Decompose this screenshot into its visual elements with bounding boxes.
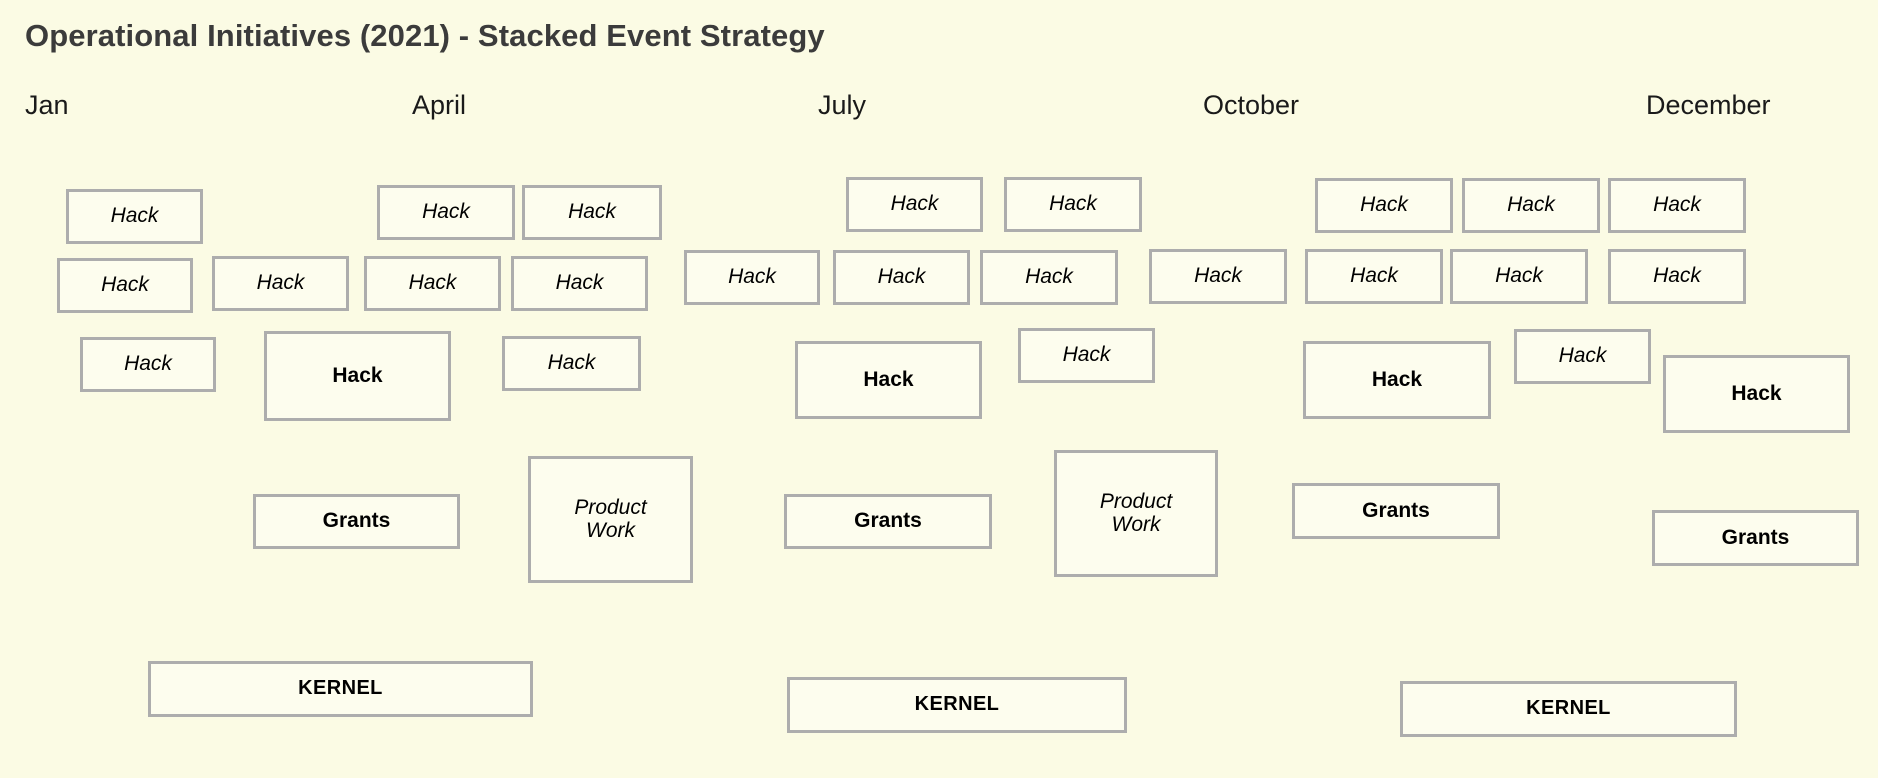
event-box-label: Hack [1360, 193, 1408, 217]
event-box-hack[interactable]: Hack [377, 185, 515, 240]
event-box-label: KERNEL [914, 693, 1000, 716]
event-box-label: Hack [1194, 264, 1242, 288]
event-box-kernel[interactable]: KERNEL [1400, 681, 1737, 737]
event-box-label: Hack [1653, 193, 1701, 217]
event-box-label: Hack [1558, 344, 1607, 368]
event-box-hack[interactable]: Hack [1608, 249, 1746, 304]
event-box-hack[interactable]: Hack [1663, 355, 1850, 433]
event-box-label: Grants [322, 509, 391, 533]
event-box-hack[interactable]: Hack [1305, 249, 1443, 304]
event-box-hack[interactable]: Hack [980, 250, 1118, 305]
event-box-label: Grants [1362, 498, 1430, 522]
axis-tick-july: July [818, 90, 867, 120]
event-box-grants[interactable]: Grants [253, 494, 460, 549]
axis-tick-jan: Jan [25, 90, 69, 120]
event-box-hack[interactable]: Hack [1303, 341, 1491, 419]
event-box-label: Grants [854, 509, 922, 533]
event-box-label: Hack [555, 271, 604, 295]
event-box-hack[interactable]: Hack [1018, 328, 1155, 383]
event-box-hack[interactable]: Hack [364, 256, 501, 311]
event-box-hack[interactable]: Hack [833, 250, 970, 305]
event-box-label: Hack [422, 200, 470, 224]
axis-tick-december: December [1646, 90, 1771, 120]
event-box-hack[interactable]: Hack [684, 250, 820, 305]
event-box-hack[interactable]: Hack [502, 336, 641, 391]
event-box-kernel[interactable]: KERNEL [148, 661, 533, 717]
event-box-hack[interactable]: Hack [846, 177, 983, 232]
event-box-label: Hack [110, 204, 159, 228]
event-box-hack[interactable]: Hack [1149, 249, 1287, 304]
event-box-label: Hack [1507, 193, 1555, 217]
event-box-label: Hack [890, 192, 939, 216]
event-box-hack[interactable]: Hack [1315, 178, 1453, 233]
event-box-label: Hack [1731, 381, 1782, 405]
event-box-hack[interactable]: Hack [66, 189, 203, 244]
event-box-label: Hack [1062, 343, 1111, 367]
event-box-hack[interactable]: Hack [1450, 249, 1588, 304]
event-box-label: Hack [1350, 264, 1398, 288]
event-box-hack[interactable]: Hack [1608, 178, 1746, 233]
event-box-grants[interactable]: Grants [1292, 483, 1500, 539]
event-box-label: Hack [1049, 192, 1097, 216]
event-box-hack[interactable]: Hack [57, 258, 193, 313]
event-box-label: Hack [101, 273, 149, 297]
event-box-hack[interactable]: Hack [522, 185, 662, 240]
event-box-label: Hack [408, 271, 457, 295]
event-box-label: Hack [877, 265, 926, 289]
event-box-hack[interactable]: Hack [80, 337, 216, 392]
event-box-label: Hack [332, 363, 383, 387]
event-box-label: Hack [728, 265, 776, 289]
event-box-label: Hack [568, 200, 616, 224]
event-box-label: Hack [1495, 264, 1543, 288]
event-box-hack[interactable]: Hack [264, 331, 451, 421]
event-box-label: Hack [1371, 367, 1423, 391]
event-box-hack[interactable]: Hack [1514, 329, 1651, 384]
event-box-kernel[interactable]: KERNEL [787, 677, 1127, 733]
event-box-label: Grants [1721, 525, 1790, 549]
axis-tick-april: April [412, 90, 467, 120]
event-box-hack[interactable]: Hack [212, 256, 349, 311]
page-title: Operational Initiatives (2021) - Stacked… [25, 18, 825, 53]
event-box-label: KERNEL [1526, 697, 1611, 720]
event-box-grants[interactable]: Grants [1652, 510, 1859, 566]
event-box-label: Hack [256, 271, 305, 295]
event-box-label: Hack [863, 367, 914, 391]
event-box-hack[interactable]: Hack [511, 256, 648, 311]
event-box-hack[interactable]: Hack [1004, 177, 1142, 232]
event-box-hack[interactable]: Hack [1462, 178, 1600, 233]
event-box-label: Hack [547, 351, 596, 375]
event-box-label: Hack [1653, 264, 1701, 288]
axis-tick-october: October [1203, 90, 1300, 120]
event-box-label: KERNEL [298, 677, 383, 700]
event-box-hack[interactable]: Hack [795, 341, 982, 419]
event-box-grants[interactable]: Grants [784, 494, 992, 549]
event-box-label: Hack [124, 352, 172, 376]
event-box-label: Hack [1025, 265, 1073, 289]
